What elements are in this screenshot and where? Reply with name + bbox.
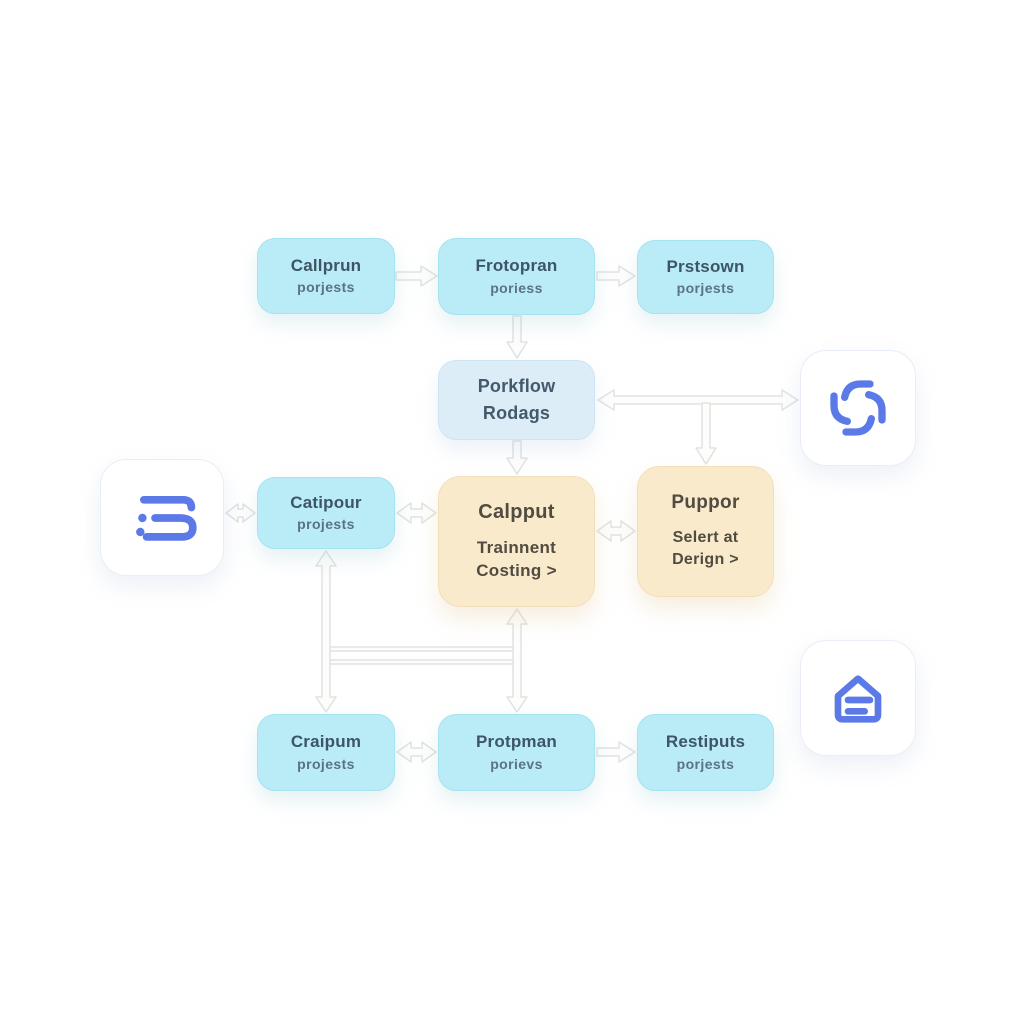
node-craipum[interactable]: Craipum projests <box>257 714 395 791</box>
arrow-catipour-craipum <box>315 550 337 713</box>
node-title: Protpman <box>476 732 557 752</box>
node-callprun[interactable]: Callprun porjests <box>257 238 395 314</box>
arrow-frotopran-workflow <box>506 315 528 359</box>
list-icon <box>136 495 197 541</box>
arrow-workflow-sync <box>597 389 799 411</box>
node-frotopran[interactable]: Frotopran poriess <box>438 238 595 315</box>
arrow-protpman-restiputs <box>596 741 636 763</box>
node-subtitle: projests <box>297 755 355 772</box>
sync-icon <box>830 380 886 436</box>
arrow-workflow-calpput <box>506 440 528 475</box>
node-line: Trainnent <box>476 537 557 557</box>
node-title: Catipour <box>290 492 362 512</box>
node-title-line1: Porkflow <box>477 376 556 396</box>
arrow-frotopran-prstsown <box>596 265 636 287</box>
node-title: Calpput <box>478 500 555 523</box>
node-subtitle: porievs <box>490 755 543 772</box>
home-icon-card[interactable] <box>800 640 916 756</box>
list-icon-card[interactable] <box>100 459 224 576</box>
node-porkflow-rodags[interactable]: Porkflow Rodags <box>438 360 595 440</box>
node-title-line2: Rodags <box>482 403 551 423</box>
connector-rung-upper <box>329 646 514 652</box>
node-subtitle: projests <box>297 516 355 533</box>
node-line: Selert at <box>672 529 739 547</box>
arrow-calpput-protpman <box>506 608 528 713</box>
node-title: Frotopran <box>475 256 558 276</box>
arrow-callprun-frotopran <box>395 265 438 287</box>
node-title: Restiputs <box>665 732 746 752</box>
node-title: Puppor <box>671 492 740 514</box>
node-restiputs[interactable]: Restiputs porjests <box>637 714 774 791</box>
connector-rung-lower <box>329 659 514 665</box>
node-title: Prstsown <box>666 256 745 276</box>
node-prstsown[interactable]: Prstsown porjests <box>637 240 774 314</box>
node-protpman[interactable]: Protpman porievs <box>438 714 595 791</box>
node-title: Callprun <box>290 255 362 275</box>
node-title: Craipum <box>290 732 362 752</box>
arrow-branch-puppor <box>695 402 717 465</box>
sync-icon-card[interactable] <box>800 350 916 466</box>
arrow-craipum-protpman <box>396 741 437 763</box>
node-calpput[interactable]: Calpput Trainnent Costing > <box>438 476 595 607</box>
arrow-calpput-puppor <box>596 520 636 542</box>
node-link-derign[interactable]: Derign > <box>672 551 739 568</box>
node-puppor[interactable]: Puppor Selert at Derign > <box>637 466 774 597</box>
arrow-list-catipour <box>225 503 256 523</box>
node-subtitle: porjests <box>676 280 735 297</box>
node-link-costing[interactable]: Costing > <box>476 560 557 580</box>
home-icon <box>834 675 882 723</box>
node-subtitle: porjests <box>676 755 735 772</box>
node-subtitle: poriess <box>490 279 543 296</box>
arrow-catipour-calpput <box>396 502 437 524</box>
node-subtitle: porjests <box>297 279 355 296</box>
node-catipour[interactable]: Catipour projests <box>257 477 395 549</box>
